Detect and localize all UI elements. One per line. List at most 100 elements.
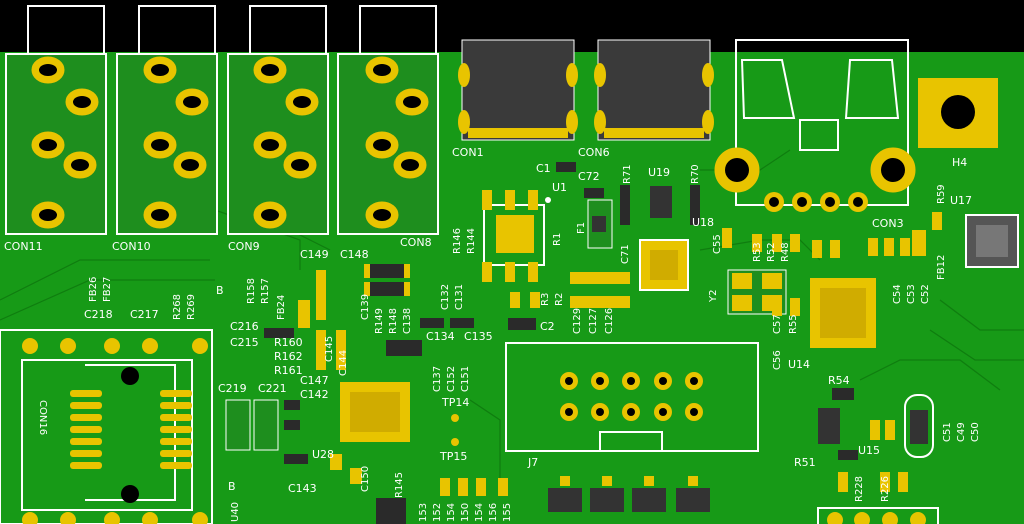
label-tp15: TP15 — [439, 450, 467, 463]
label-fb24: FB24 — [276, 295, 287, 320]
label-tp14: TP14 — [441, 396, 469, 409]
label-c131: C131 — [454, 284, 465, 310]
label-r146: R146 — [452, 228, 463, 254]
label-c2: C2 — [540, 320, 555, 333]
h4-mounting-hole[interactable] — [918, 78, 998, 148]
y2-crystal[interactable] — [727, 269, 787, 315]
u1-chip[interactable] — [482, 190, 545, 282]
label-c143: C143 — [288, 482, 317, 495]
label-r161: R161 — [274, 364, 303, 377]
u28-chip[interactable] — [340, 382, 410, 442]
label-row154b: 154 — [474, 503, 485, 522]
label-u28: U28 — [312, 448, 334, 461]
label-c126: C126 — [604, 308, 615, 334]
label-r162: R162 — [274, 350, 303, 363]
label-c138: C138 — [402, 308, 413, 334]
label-con6: CON6 — [578, 146, 610, 159]
con8-connector[interactable] — [337, 5, 439, 235]
label-c134: C134 — [426, 330, 455, 343]
label-u18: U18 — [692, 216, 714, 229]
label-u19: U19 — [648, 166, 670, 179]
label-con8: CON8 — [400, 236, 432, 249]
u19-chip[interactable] — [650, 186, 672, 218]
label-u17: U17 — [950, 194, 972, 207]
label-c50: C50 — [970, 422, 981, 442]
label-c149: C149 — [300, 248, 329, 261]
label-r1: R1 — [552, 233, 563, 246]
label-u14: U14 — [788, 358, 810, 371]
label-c55: C55 — [712, 234, 723, 254]
u18-chip[interactable] — [639, 239, 689, 291]
label-r70: R70 — [690, 164, 701, 184]
f1-fuse[interactable] — [587, 199, 613, 249]
label-u15: U15 — [858, 444, 880, 457]
label-con11: CON11 — [4, 240, 43, 253]
label-r59: R59 — [936, 184, 947, 204]
passive-components — [225, 162, 942, 524]
label-c1: C1 — [536, 162, 551, 175]
j7-header[interactable] — [505, 342, 759, 452]
bottom-right-header[interactable] — [817, 507, 939, 524]
label-c142: C142 — [300, 388, 329, 401]
c51-capacitor[interactable] — [904, 394, 934, 458]
label-c57: C57 — [772, 314, 783, 334]
label-u40: U40 — [230, 502, 241, 522]
con9-connector[interactable] — [227, 5, 329, 235]
label-c137: C137 — [432, 366, 443, 392]
label-c72: C72 — [578, 170, 600, 183]
label-c129: C129 — [572, 308, 583, 334]
label-r144: R144 — [466, 228, 477, 254]
label-r52: R52 — [766, 242, 777, 262]
label-b1: B — [216, 284, 224, 297]
label-con10: CON10 — [112, 240, 151, 253]
label-c139: C139 — [360, 294, 371, 320]
label-c49: C49 — [956, 422, 967, 442]
label-fb12: FB12 — [936, 255, 947, 280]
label-c151: C151 — [460, 366, 471, 392]
label-r160: R160 — [274, 336, 303, 349]
label-c147: C147 — [300, 374, 329, 387]
con1-connector[interactable] — [458, 39, 578, 141]
label-r269: R269 — [186, 294, 197, 320]
label-r51: R51 — [794, 456, 816, 469]
label-c52: C52 — [920, 284, 931, 304]
label-c54: C54 — [892, 284, 903, 304]
label-c148: C148 — [340, 248, 369, 261]
label-con16: CON16 — [37, 400, 48, 435]
label-c217: C217 — [130, 308, 159, 321]
label-row150: 150 — [460, 503, 471, 522]
label-c215: C215 — [230, 336, 259, 349]
label-c144: C144 — [338, 350, 349, 376]
bottom-transistors[interactable] — [548, 476, 710, 512]
label-fb27: FB27 — [102, 277, 113, 302]
label-con1: CON1 — [452, 146, 484, 159]
label-r158: R158 — [246, 278, 257, 304]
label-c51: C51 — [942, 422, 953, 442]
u14-chip[interactable] — [810, 278, 876, 348]
label-c145: C145 — [324, 336, 335, 362]
label-r2: R2 — [554, 293, 565, 306]
label-con3: CON3 — [872, 217, 904, 230]
u17-chip[interactable] — [965, 214, 1019, 268]
label-row155: 155 — [502, 503, 513, 522]
label-r157: R157 — [260, 278, 271, 304]
con16-connector[interactable] — [0, 329, 213, 524]
label-c219: C219 — [218, 382, 247, 395]
label-row152: 152 — [432, 503, 443, 522]
label-r48: R48 — [780, 242, 791, 262]
label-r53: R53 — [752, 242, 763, 262]
label-c135: C135 — [464, 330, 493, 343]
label-row156: 156 — [488, 503, 499, 522]
label-r148: R148 — [388, 308, 399, 334]
label-y2: Y2 — [708, 290, 719, 303]
label-r55: R55 — [788, 314, 799, 334]
label-row154: 154 — [446, 503, 457, 522]
u15-chip[interactable] — [818, 408, 840, 444]
usb-connector[interactable] — [714, 39, 916, 212]
con6-connector[interactable] — [594, 39, 714, 141]
con11-connector[interactable] — [5, 5, 107, 235]
label-r3: R3 — [540, 293, 551, 306]
label-c132: C132 — [440, 284, 451, 310]
con10-connector[interactable] — [116, 5, 218, 235]
